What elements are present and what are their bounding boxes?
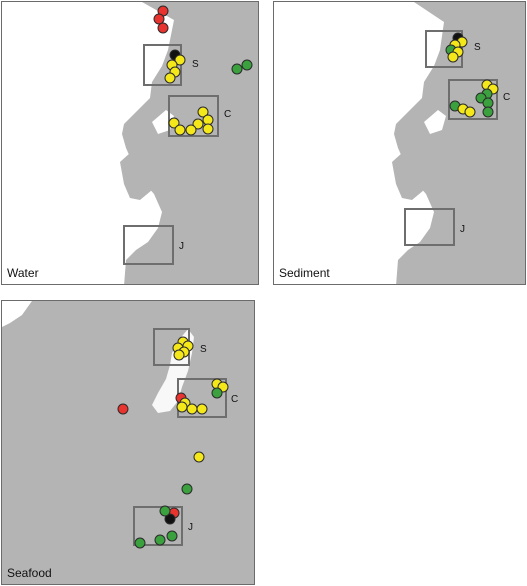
panel-seafood: S C J Seafood bbox=[1, 300, 255, 585]
sample-marker-yellow[interactable] bbox=[447, 51, 459, 63]
sample-marker-green[interactable] bbox=[181, 483, 193, 495]
sample-marker-yellow[interactable] bbox=[202, 123, 214, 135]
region-box-j bbox=[123, 225, 174, 265]
sample-marker-yellow[interactable] bbox=[464, 106, 476, 118]
region-label-c: C bbox=[503, 92, 511, 103]
sample-marker-yellow[interactable] bbox=[168, 117, 180, 129]
region-label-s: S bbox=[192, 59, 199, 70]
sample-marker-yellow[interactable] bbox=[164, 72, 176, 84]
map-land bbox=[2, 2, 174, 284]
panel-water: S C J Water bbox=[1, 1, 259, 285]
panel-label-sediment: Sediment bbox=[279, 266, 330, 280]
sample-marker-green[interactable] bbox=[134, 537, 146, 549]
map-land bbox=[274, 2, 446, 284]
sample-marker-yellow[interactable] bbox=[217, 381, 229, 393]
sample-marker-green[interactable] bbox=[241, 59, 253, 71]
sample-marker-green[interactable] bbox=[482, 106, 494, 118]
sample-marker-green[interactable] bbox=[154, 534, 166, 546]
sample-marker-yellow[interactable] bbox=[185, 124, 197, 136]
sample-marker-black[interactable] bbox=[164, 513, 176, 525]
sample-marker-yellow[interactable] bbox=[196, 403, 208, 415]
sample-marker-green[interactable] bbox=[211, 387, 223, 399]
region-box-j bbox=[404, 208, 455, 246]
region-label-j: J bbox=[179, 241, 184, 252]
region-label-j: J bbox=[460, 224, 465, 235]
sample-marker-green[interactable] bbox=[166, 530, 178, 542]
panel-label-seafood: Seafood bbox=[7, 566, 52, 580]
panel-sediment: S C J Sediment bbox=[273, 1, 526, 285]
region-box-c bbox=[448, 79, 498, 120]
region-label-j: J bbox=[188, 522, 193, 533]
sample-marker-red[interactable] bbox=[117, 403, 129, 415]
region-label-s: S bbox=[474, 42, 481, 53]
sample-marker-green[interactable] bbox=[231, 63, 243, 75]
region-label-c: C bbox=[224, 109, 232, 120]
sample-marker-yellow[interactable] bbox=[174, 124, 186, 136]
region-label-c: C bbox=[231, 394, 239, 405]
panel-label-water: Water bbox=[7, 266, 39, 280]
sample-marker-green[interactable] bbox=[159, 505, 171, 517]
region-label-s: S bbox=[200, 344, 207, 355]
map-land bbox=[2, 301, 194, 475]
sample-marker-yellow[interactable] bbox=[192, 118, 204, 130]
sample-marker-yellow[interactable] bbox=[173, 349, 185, 361]
region-box-c bbox=[168, 95, 219, 137]
sample-marker-red[interactable] bbox=[157, 22, 169, 34]
sample-marker-yellow[interactable] bbox=[193, 451, 205, 463]
